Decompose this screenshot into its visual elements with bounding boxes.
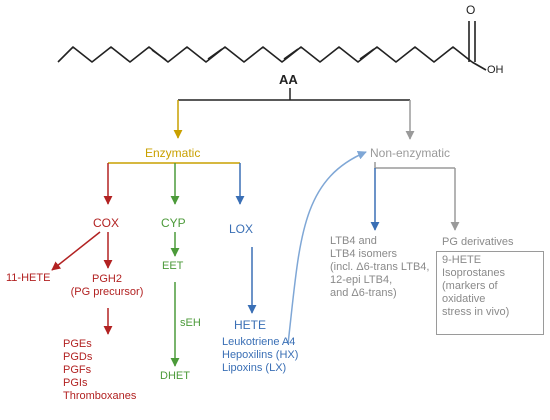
cyp-label: CYP — [161, 216, 186, 230]
double-bond-2 — [207, 48, 223, 60]
cox-connectors — [51, 231, 113, 335]
aa-molecule-structure — [57, 21, 487, 71]
aa-split-connector — [173, 88, 415, 140]
oxidative-stress-markers-box — [436, 251, 544, 335]
eet-label: EET — [162, 260, 184, 272]
enzymatic-split-connector — [103, 162, 245, 205]
hydroxyl-label: OH — [487, 64, 504, 76]
hete-11-label: 11-HETE — [6, 272, 51, 284]
pg-derivatives-label: PG derivatives — [442, 236, 514, 248]
double-bond-4 — [359, 48, 375, 60]
cox-label: COX — [93, 216, 120, 230]
ltb4-isomers-text: LTB4 and LTB4 isomers (incl. Δ6-trans LT… — [330, 235, 430, 299]
hete-label: HETE — [234, 318, 267, 332]
carbonyl-oxygen-label: O — [466, 3, 476, 17]
oxidative-stress-markers-text: 9-HETE Isoprostanes (markers of oxidativ… — [442, 254, 510, 318]
seh-label: sEH — [180, 317, 201, 329]
prostanoid-list: PGEs PGDs PGFs PGIs Thromboxanes — [63, 338, 137, 402]
lox-product-list: Leukotriene A4 Hepoxilins (HX) Lipoxins … — [222, 336, 299, 374]
pgh2-label: PGH2 (PG precursor) — [70, 273, 144, 298]
enzymatic-label: Enzymatic — [145, 146, 201, 160]
lox-label: LOX — [229, 222, 254, 236]
non-enzymatic-label: Non-enzymatic — [370, 146, 451, 160]
non-enzymatic-connectors — [370, 162, 460, 231]
carbon-chain — [57, 46, 473, 63]
double-bond-1 — [151, 49, 167, 61]
double-bond-3 — [283, 48, 299, 60]
hydroxyl-bond — [471, 61, 487, 71]
dhet-label: DHET — [160, 370, 190, 382]
aa-label: AA — [279, 72, 298, 87]
lox-connectors — [247, 151, 367, 345]
